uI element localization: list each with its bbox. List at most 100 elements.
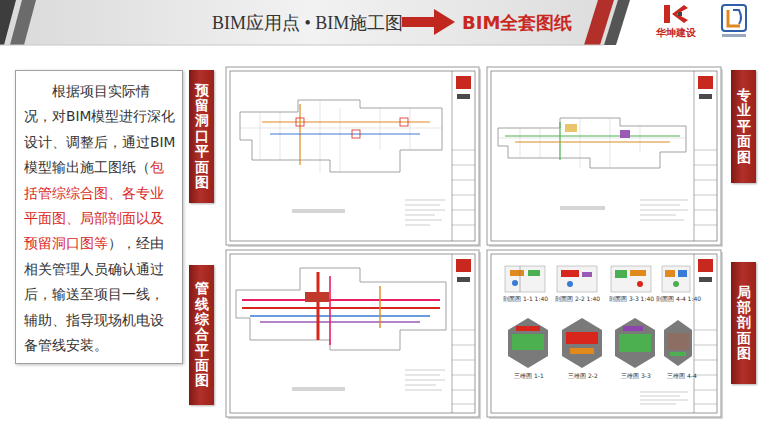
drawing-sheet bbox=[305, 292, 329, 302]
drawing-sheet bbox=[270, 134, 420, 135]
isometric-views bbox=[667, 333, 689, 350]
vertical-label: 管线综合平面图 bbox=[195, 281, 209, 389]
drawing-sheet bbox=[487, 67, 721, 245]
drawing-sheet bbox=[226, 67, 481, 247]
drawing-sheet bbox=[262, 104, 430, 165]
section-label: 剖面图 1-1 1:40 bbox=[503, 295, 548, 304]
drawing-sheet bbox=[515, 142, 670, 143]
drawing-sheet bbox=[694, 71, 695, 241]
section-sketches bbox=[665, 270, 675, 277]
drawing-sheet bbox=[505, 122, 680, 160]
drawing-sheet bbox=[698, 259, 713, 272]
drawing-sheet bbox=[250, 315, 430, 317]
drawing-sheet bbox=[292, 210, 345, 212]
section-sketches bbox=[567, 281, 573, 287]
section-sketches bbox=[510, 270, 524, 276]
isometric-views bbox=[508, 318, 692, 368]
partner-logo bbox=[733, 10, 741, 24]
drawing-sheet bbox=[240, 100, 442, 172]
drawing-sheet bbox=[452, 150, 475, 225]
drawing-sheet bbox=[240, 100, 442, 172]
isometric-views bbox=[516, 326, 540, 331]
drawing-sheet bbox=[230, 71, 475, 241]
drawing-sheet bbox=[498, 118, 686, 168]
section-sketches bbox=[561, 270, 579, 277]
view-label: 三维图 4-4 bbox=[667, 372, 697, 381]
section-label: 剖面图 3-3 1:40 bbox=[609, 295, 654, 304]
drawing-sheet bbox=[620, 130, 630, 138]
vertical-tab: 预留洞口平面图 bbox=[189, 70, 214, 203]
drawing-sheet bbox=[694, 254, 695, 413]
section-sketches bbox=[512, 280, 518, 286]
drawing-sheet bbox=[491, 254, 717, 413]
drawing-sheet bbox=[329, 276, 331, 345]
isometric-views bbox=[664, 320, 692, 366]
drawing-sheet bbox=[560, 207, 605, 209]
drawing-sheet bbox=[487, 67, 723, 247]
partner-logo bbox=[722, 34, 746, 37]
section-sketches bbox=[630, 270, 646, 276]
header-band bbox=[0, 45, 604, 46]
company-logo bbox=[664, 5, 688, 23]
section-sketches bbox=[662, 266, 690, 292]
drawing-sheet bbox=[405, 370, 445, 390]
isometric-views bbox=[623, 326, 643, 331]
company-logo bbox=[672, 5, 688, 23]
header-arrow bbox=[434, 9, 455, 35]
header-band bbox=[0, 0, 620, 45]
company-logo bbox=[678, 12, 682, 16]
header-band bbox=[0, 0, 630, 45]
partner-logo bbox=[722, 5, 746, 31]
drawing-sheet bbox=[457, 94, 470, 99]
drawing-sheet bbox=[457, 277, 470, 282]
drawing-sheet bbox=[230, 254, 475, 413]
drawing-sheet bbox=[292, 388, 345, 390]
view-label: 三维图 3-3 bbox=[621, 372, 651, 381]
logo-text: 华坤建设 bbox=[656, 26, 696, 40]
isometric-views bbox=[512, 334, 544, 350]
subtitle-highlight: BIM全套图纸 bbox=[462, 11, 572, 35]
section-sketches bbox=[678, 270, 687, 277]
drawing-sheet bbox=[487, 250, 721, 417]
isometric-views bbox=[570, 348, 594, 354]
isometric-views bbox=[562, 318, 602, 368]
drawing-sheet bbox=[694, 150, 717, 225]
section-sketches bbox=[673, 281, 679, 287]
drawing-sheet bbox=[456, 76, 471, 89]
drawing-sheet bbox=[226, 67, 479, 245]
isometric-views bbox=[615, 318, 655, 368]
section-sketches bbox=[611, 266, 651, 292]
drawing-sheet bbox=[640, 200, 688, 220]
section-sketches bbox=[637, 281, 643, 287]
vertical-tab: 专业平面图 bbox=[731, 70, 756, 183]
slide-title: BIM应用点 • BIM施工图 bbox=[212, 11, 403, 35]
drawing-sheet bbox=[565, 124, 577, 132]
drawing-sheet bbox=[260, 321, 420, 322]
section-sketches bbox=[615, 270, 627, 278]
drawing-sheet bbox=[242, 307, 440, 309]
isometric-views bbox=[619, 334, 651, 352]
drawing-sheet bbox=[236, 268, 446, 350]
drawing-sheet bbox=[491, 71, 717, 241]
section-sketches bbox=[505, 266, 545, 292]
drawing-sheet bbox=[317, 272, 320, 340]
section-sketches bbox=[582, 272, 592, 277]
drawing-sheet bbox=[452, 71, 453, 241]
section-sketches bbox=[528, 270, 540, 276]
drawing-sheet bbox=[242, 299, 440, 301]
body-text: ），经由相关管理人员确认通过后，输送至项目一线，辅助、指导现场机电设备管线安装。 bbox=[24, 235, 164, 353]
section-sketches bbox=[520, 266, 521, 292]
section-label: 剖面图 2-2 1:40 bbox=[555, 295, 600, 304]
isometric-views bbox=[508, 318, 548, 368]
drawing-sheet bbox=[487, 250, 723, 419]
view-label: 三维图 2-2 bbox=[568, 372, 598, 381]
isometric-views bbox=[566, 332, 598, 344]
drawing-sheet bbox=[699, 277, 712, 282]
header-band bbox=[10, 0, 36, 45]
drawing-sheet bbox=[698, 76, 713, 89]
partner-logo bbox=[728, 10, 740, 26]
section-sketches bbox=[505, 266, 690, 292]
header-arrow bbox=[402, 9, 455, 35]
drawing-sheet bbox=[452, 254, 453, 413]
drawing-sheet bbox=[694, 330, 717, 404]
